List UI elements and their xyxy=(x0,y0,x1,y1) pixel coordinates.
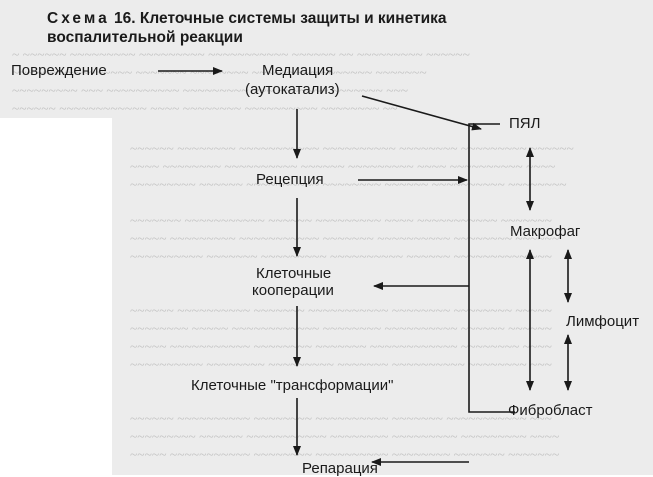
scheme-title-line1: Клеточные системы защиты и кинетика xyxy=(139,10,447,27)
scheme-title: Схема 16. Клеточные системы защиты и кин… xyxy=(47,10,446,28)
cell-bracket xyxy=(468,123,515,413)
node-cell-cooperation-2: кооперации xyxy=(252,282,334,299)
node-mediation-autocatalysis: (аутокатализ) xyxy=(245,81,340,98)
scheme-number: 16. xyxy=(114,10,136,27)
node-macrophage: Макрофаг xyxy=(510,223,581,240)
node-pyal: ПЯЛ xyxy=(509,115,541,132)
page-background-right xyxy=(112,118,653,475)
node-repair: Репарация xyxy=(302,460,378,477)
page-background-top xyxy=(0,0,653,118)
node-fibroblast: Фибробласт xyxy=(508,402,593,419)
node-damage: Повреждение xyxy=(11,62,107,79)
node-mediation: Медиация xyxy=(262,62,334,79)
node-lymphocyte: Лимфоцит xyxy=(566,313,640,330)
node-reception: Рецепция xyxy=(256,171,324,188)
arrow-mediation-to-pyal xyxy=(361,95,482,131)
scheme-title-line2: воспалительной реакции xyxy=(47,29,243,46)
node-cell-cooperation: Клеточные xyxy=(256,265,332,282)
node-cell-transformation: Клеточные "трансформации" xyxy=(191,377,394,394)
scheme-word: Схема xyxy=(47,10,110,27)
